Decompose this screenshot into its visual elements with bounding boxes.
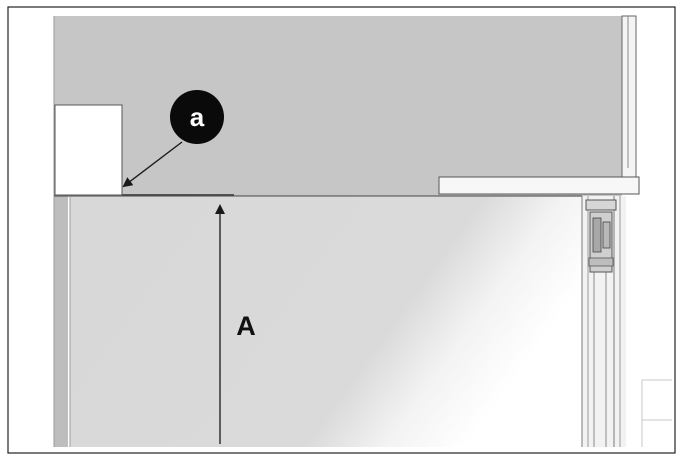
right-frame-upper — [622, 16, 636, 180]
left-side-strip — [54, 196, 68, 447]
bracket-top — [586, 200, 616, 210]
right-shelf — [439, 177, 639, 194]
lower-panel — [70, 197, 582, 447]
hinge-part-right — [603, 222, 610, 248]
upper-wall — [54, 16, 622, 196]
callout-label-a: a — [190, 102, 205, 132]
hinge-part-left — [593, 218, 601, 252]
hinge-base — [589, 258, 613, 266]
dimension-label-a: A — [236, 311, 256, 341]
white-box — [55, 105, 122, 195]
